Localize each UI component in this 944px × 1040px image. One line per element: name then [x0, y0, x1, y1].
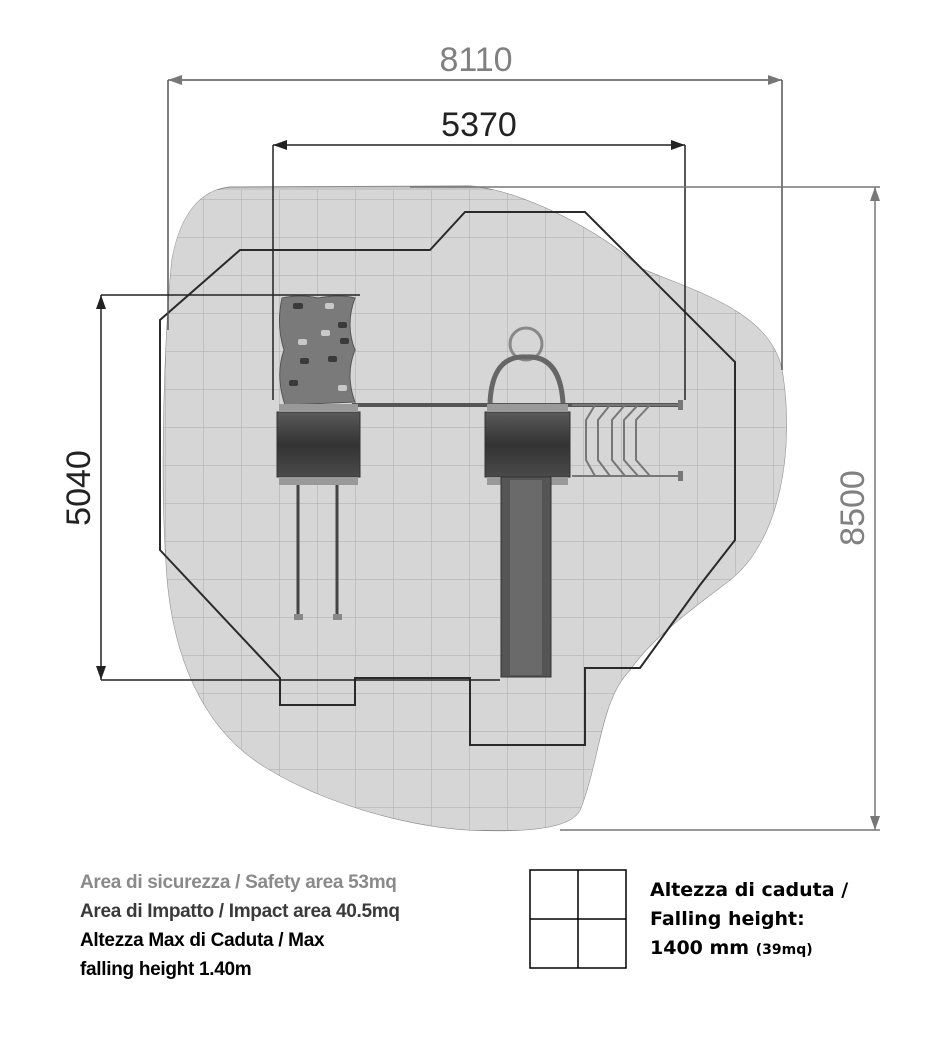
climbing-ladder-rungs [572, 404, 680, 477]
falling-height-line2: Falling height: [650, 908, 805, 930]
falling-height-grid-symbol [529, 869, 627, 969]
impact-area-outline [159, 211, 736, 746]
max-fall-height-label-1: Altezza Max di Caduta / Max [80, 930, 325, 951]
falling-height-area: (39mq) [755, 942, 813, 958]
falling-height-legend: Altezza di caduta / Falling height: 1400… [650, 876, 848, 965]
dimension-lines [100, 79, 880, 831]
falling-height-line1: Altezza di caduta / [650, 879, 849, 901]
falling-height-value-row: 1400 mm (39mq) [650, 934, 848, 965]
steering-ring [508, 326, 544, 362]
dimension-overall-depth: 8500 [834, 470, 872, 546]
tower-left-roof [276, 411, 361, 478]
impact-area-label: Area di Impatto / Impact area 40.5mq [80, 901, 400, 922]
falling-height-value: 1400 mm [650, 937, 750, 959]
climbing-wall [278, 295, 356, 406]
max-fall-height-label-2: falling height 1.40m [80, 959, 252, 980]
arch-rail [487, 354, 566, 404]
safety-area [162, 185, 787, 832]
legend: Area di sicurezza / Safety area 53mq Are… [80, 868, 400, 984]
safety-area-label: Area di sicurezza / Safety area 53mq [80, 872, 397, 893]
dimension-overall-width: 8110 [439, 41, 512, 79]
dimension-structure-depth: 5040 [60, 450, 98, 526]
play-structure [276, 295, 683, 678]
dimension-structure-width: 5370 [441, 106, 517, 144]
tower-right-roof [484, 411, 571, 478]
rope-ladder [296, 485, 339, 618]
